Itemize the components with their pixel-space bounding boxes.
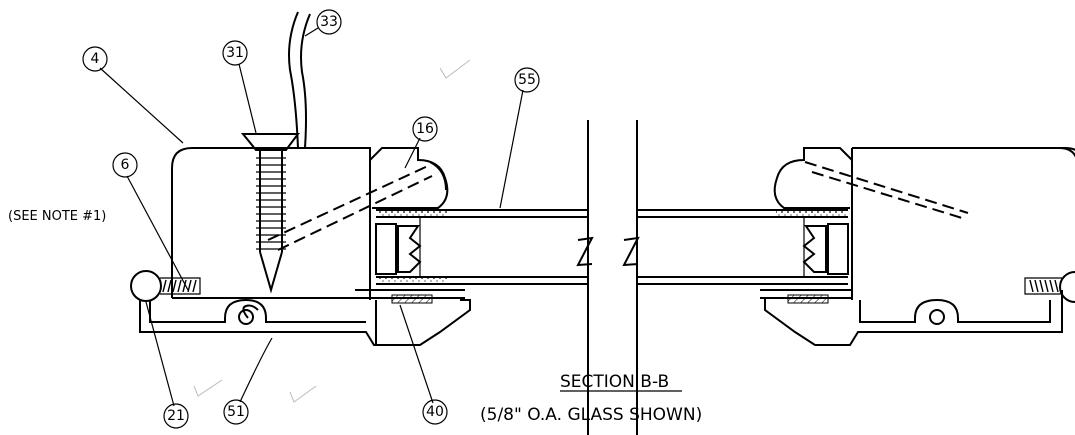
callout-label: 55	[518, 72, 536, 88]
right-roller	[1024, 271, 1075, 303]
screw	[240, 133, 300, 294]
callout-bubble: 31	[222, 40, 248, 66]
callout-bubble: 4	[82, 46, 108, 72]
callout-label: 16	[416, 121, 434, 137]
callout-label: 6	[121, 157, 130, 173]
hatch-line	[1039, 279, 1044, 293]
hatch-line	[1049, 279, 1054, 293]
callout-bubble: 16	[412, 116, 438, 142]
callout-bubble: 33	[316, 9, 342, 35]
hatch-line	[172, 279, 177, 293]
left-glazing-stop	[369, 147, 449, 209]
hatch-line	[177, 279, 182, 293]
section-subtitle: (5/8" O.A. GLASS SHOWN)	[480, 405, 702, 425]
callout-label: 31	[226, 45, 244, 61]
section-title: SECTION B-B	[560, 372, 669, 392]
hatch-line	[1054, 279, 1059, 293]
right-hidden-lines	[804, 161, 969, 219]
hatch-line	[162, 279, 167, 293]
left-base-extrusion	[139, 289, 471, 346]
callout-label: 51	[227, 404, 245, 420]
right-base-extrusion	[760, 289, 1063, 346]
hatch-line	[182, 279, 187, 293]
hatch-line	[1029, 279, 1034, 293]
left-frame-block	[171, 147, 371, 300]
cable	[288, 11, 311, 149]
right-glazing-stop	[773, 147, 853, 209]
callout-label: 4	[91, 51, 100, 67]
callout-bubble: 6	[112, 152, 138, 178]
hatch-line	[192, 279, 197, 293]
callout-bubble: 40	[422, 399, 448, 425]
check-marks	[193, 59, 471, 403]
callout-bubble: 51	[223, 399, 249, 425]
left-hidden-lines	[267, 164, 433, 251]
callout-label: 40	[426, 404, 444, 420]
right-frame-block	[851, 147, 1075, 300]
glass-right	[637, 209, 849, 285]
callout-label: 21	[167, 408, 185, 424]
left-roller	[130, 270, 201, 302]
hatch-line	[187, 279, 192, 293]
glass-left	[375, 209, 588, 285]
hatch-line	[167, 279, 172, 293]
callout-bubble: 55	[514, 67, 540, 93]
leader-lines	[99, 27, 524, 407]
hatch-line	[1044, 279, 1049, 293]
hatch-line	[1034, 279, 1039, 293]
callout-bubble: 21	[163, 403, 189, 429]
callout-label: 33	[320, 14, 338, 30]
see-note-label: (SEE NOTE #1)	[8, 209, 106, 224]
